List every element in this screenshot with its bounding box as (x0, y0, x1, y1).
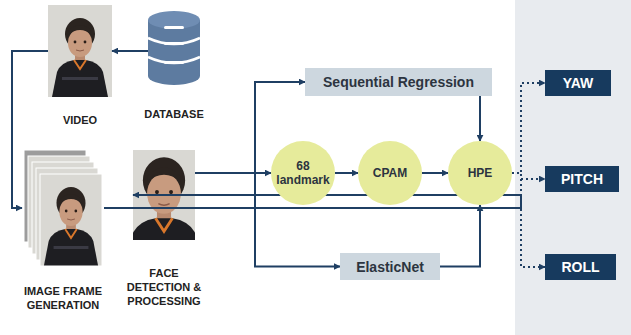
node-label: ROLL (561, 259, 599, 275)
dotted-arrow (512, 83, 545, 173)
frame-stack: IMAGE FRAME GENERATION (22, 148, 104, 268)
process-circle: HPE (448, 141, 512, 205)
face-crop: FACE DETECTION & PROCESSING (133, 150, 195, 240)
node-label: IMAGE FRAME GENERATION (15, 284, 111, 312)
method-box: Sequential Regression (305, 68, 492, 96)
node-label: FACE DETECTION & PROCESSING (122, 266, 206, 308)
node-label: ElasticNet (356, 259, 424, 275)
flow-arrow (479, 96, 481, 141)
node-label: 68 landmark (275, 159, 331, 187)
database-icon: DATABASE (148, 11, 200, 85)
process-circle: 68 landmark (271, 141, 335, 205)
process-circle: CPAM (358, 141, 422, 205)
node-label: CPAM (362, 166, 418, 180)
method-box: ElasticNet (340, 253, 440, 280)
flow-arrow (422, 172, 448, 174)
node-label: DATABASE (129, 107, 219, 121)
node-label: VIDEO (40, 113, 120, 127)
flow-arrow (12, 51, 48, 208)
node-label: PITCH (561, 171, 603, 187)
flow-arrow (112, 50, 148, 52)
node-label: HPE (452, 166, 508, 180)
node-label: YAW (563, 75, 594, 91)
flow-arrow (440, 205, 480, 267)
node-label: Sequential Regression (323, 74, 474, 90)
output-box: PITCH (545, 166, 619, 192)
output-box: ROLL (545, 254, 616, 280)
output-box: YAW (545, 70, 611, 96)
flow-arrow (335, 172, 358, 174)
dotted-arrow (512, 173, 545, 267)
dotted-arrow (512, 173, 545, 179)
video-frame: VIDEO (48, 5, 112, 97)
